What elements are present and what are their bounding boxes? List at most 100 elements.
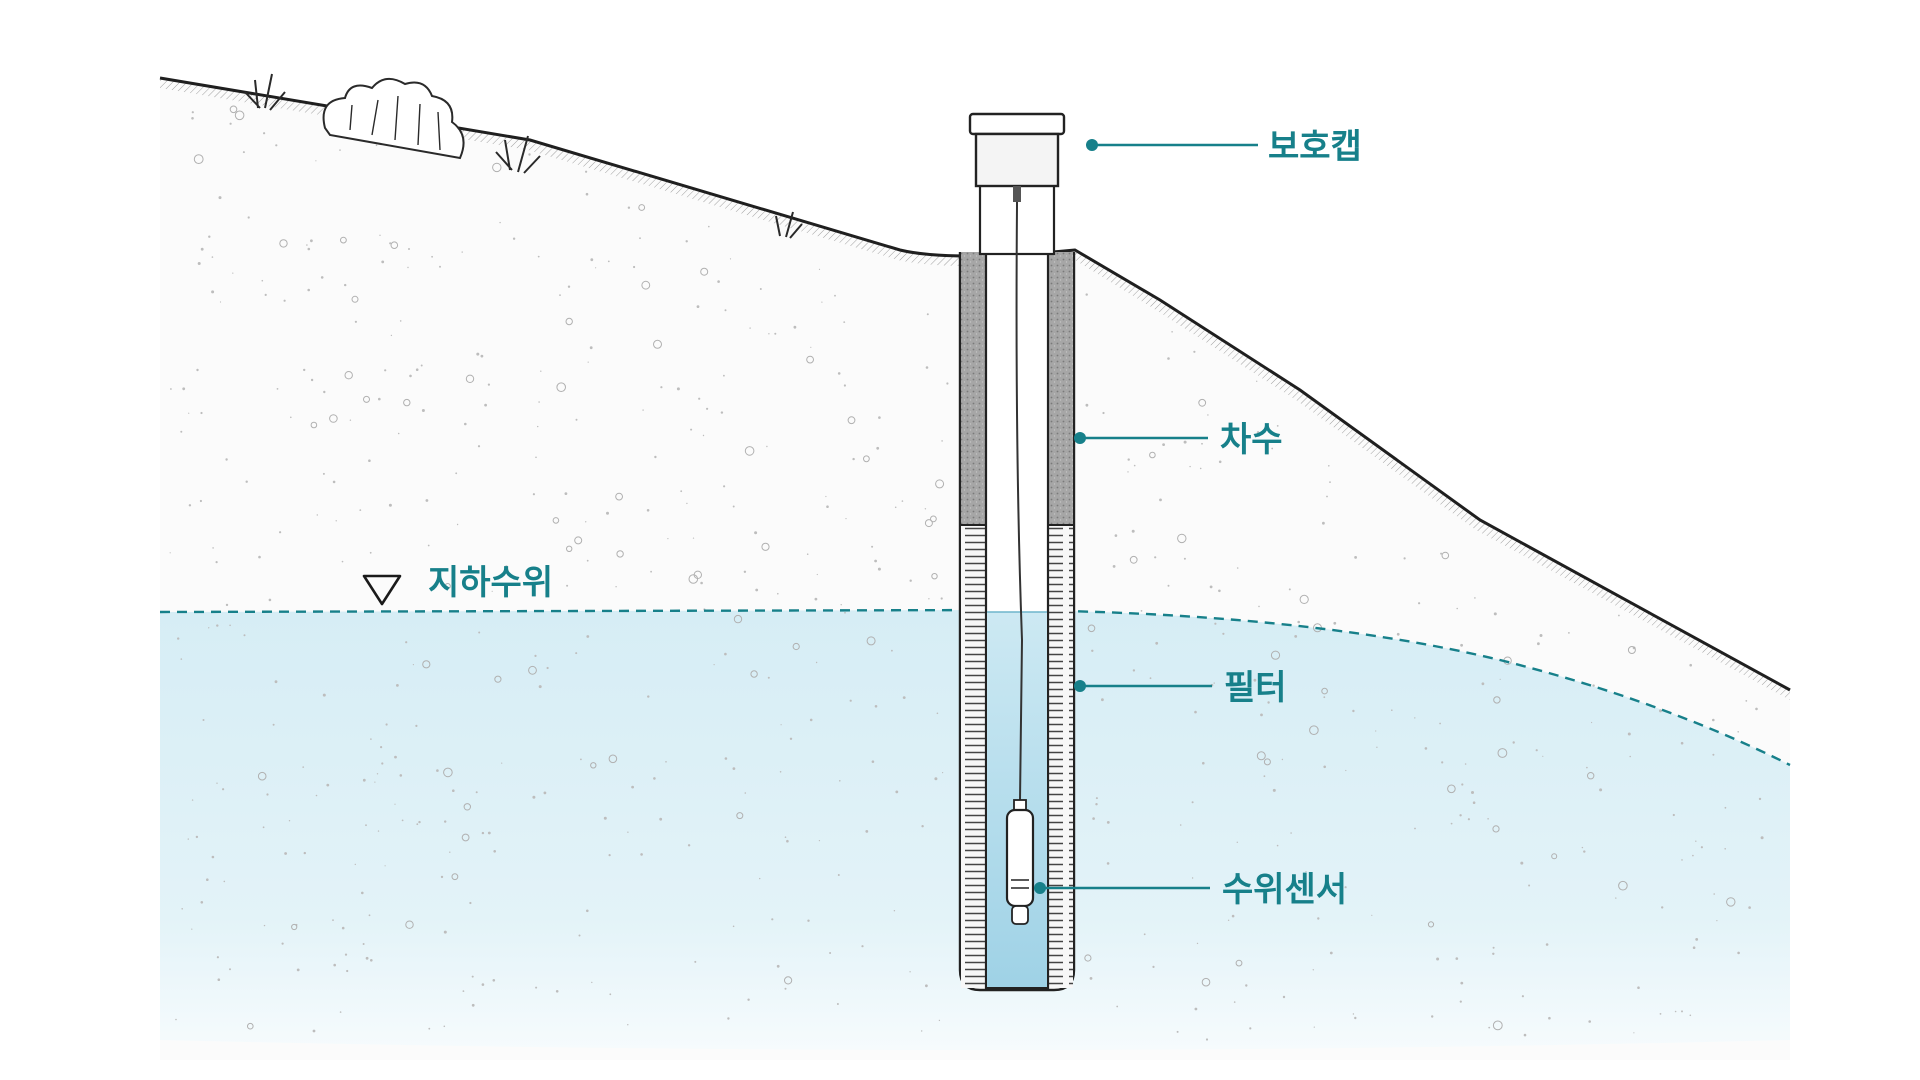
soil-speck xyxy=(609,993,612,996)
soil-speck xyxy=(759,877,761,880)
soil-speck xyxy=(744,446,755,456)
soil-speck xyxy=(546,666,549,670)
soil-speck xyxy=(659,817,663,821)
soil-speck xyxy=(1112,565,1116,568)
soil-speck xyxy=(567,285,571,288)
soil-speck xyxy=(586,909,589,913)
soil-speck xyxy=(394,755,397,759)
soil-speck xyxy=(1304,877,1307,879)
soil-speck xyxy=(405,920,414,929)
soil-speck xyxy=(247,1022,254,1030)
soil-speck xyxy=(1344,886,1347,889)
soil-speck xyxy=(640,853,643,856)
soil-speck xyxy=(195,835,199,839)
soil-speck xyxy=(686,502,688,505)
soil-speck xyxy=(1447,784,1456,794)
soil-speck xyxy=(1539,634,1543,637)
soil-speck xyxy=(316,514,318,516)
soil-speck xyxy=(1114,534,1118,537)
cap-label: 보호캡 xyxy=(1268,127,1362,167)
soil-speck xyxy=(690,428,693,431)
soil-speck xyxy=(376,773,379,775)
soil-speck xyxy=(687,844,691,847)
soil-speck xyxy=(1267,701,1270,704)
soil-speck xyxy=(836,1003,839,1005)
soil-speck xyxy=(1755,707,1758,711)
soil-speck xyxy=(275,144,278,147)
soil-speck xyxy=(1748,906,1751,909)
soil-speck xyxy=(528,665,537,675)
soil-speck xyxy=(234,110,245,121)
soil-speck xyxy=(1737,731,1739,733)
soil-speck xyxy=(865,830,869,833)
soil-speck xyxy=(362,943,365,945)
soil-speck xyxy=(1235,959,1243,967)
soil-speck xyxy=(1140,610,1143,612)
soil-speck xyxy=(591,981,593,984)
grass-icon xyxy=(244,73,803,239)
soil-speck xyxy=(700,581,703,585)
soil-speck xyxy=(323,390,326,394)
soil-speck xyxy=(191,799,194,801)
soil-speck xyxy=(223,880,226,883)
soil-speck xyxy=(537,255,540,258)
soil-speck xyxy=(492,979,496,982)
soil-speck xyxy=(1456,607,1458,610)
soil-speck xyxy=(1689,1014,1692,1017)
soil-speck xyxy=(354,863,356,866)
soil-speck xyxy=(532,493,536,496)
soil-speck xyxy=(1493,696,1501,704)
soil-speck xyxy=(1681,859,1683,861)
soil-speck xyxy=(1520,861,1524,865)
soil-speck xyxy=(724,309,727,312)
soil-speck xyxy=(1461,783,1464,786)
soil-speck xyxy=(310,378,314,382)
soil-speck xyxy=(931,573,938,580)
soil-speck xyxy=(942,772,944,774)
soil-speck xyxy=(471,1003,475,1007)
soil-speck xyxy=(702,434,705,437)
soil-speck xyxy=(478,631,481,634)
soil-speck xyxy=(409,374,412,378)
soil-speck xyxy=(789,737,793,740)
soil-speck xyxy=(665,761,667,763)
soil-speck xyxy=(388,503,392,507)
soil-speck xyxy=(653,777,656,780)
soil-speck xyxy=(732,925,735,928)
soil-speck xyxy=(499,221,501,224)
soil-speck xyxy=(385,723,388,726)
soil-speck xyxy=(1692,854,1694,857)
soil-speck xyxy=(552,517,560,524)
soil-speck xyxy=(1396,632,1400,636)
soil-speck xyxy=(1345,769,1347,772)
soil-speck xyxy=(443,1025,446,1028)
soil-speck xyxy=(1633,1032,1635,1034)
soil-speck xyxy=(667,538,669,540)
seal-left xyxy=(961,252,986,524)
soil-speck xyxy=(1127,458,1130,461)
soil-speck xyxy=(1459,814,1462,817)
soil-speck xyxy=(170,388,172,390)
soil-speck xyxy=(1256,380,1258,382)
soil-speck xyxy=(229,968,231,971)
soil-speck xyxy=(368,459,371,463)
soil-speck xyxy=(1227,919,1230,921)
soil-speck xyxy=(925,366,929,369)
soil-speck xyxy=(1213,682,1215,684)
filter-label: 필터 xyxy=(1224,668,1287,708)
soil-speck xyxy=(363,395,370,403)
soil-speck xyxy=(335,520,337,522)
soil-speck xyxy=(232,272,234,274)
soil-speck xyxy=(816,573,818,576)
soil-speck xyxy=(1129,555,1138,564)
soil-speck xyxy=(394,803,396,805)
soil-speck xyxy=(462,990,465,992)
soil-speck xyxy=(378,397,381,401)
soil-speck xyxy=(1205,1038,1209,1041)
soil-speck xyxy=(532,795,536,799)
soil-speck xyxy=(475,791,478,794)
soil-speck xyxy=(461,251,463,253)
soil-speck xyxy=(1116,1005,1119,1008)
soil-speck xyxy=(420,364,423,367)
soil-speck xyxy=(825,495,827,498)
